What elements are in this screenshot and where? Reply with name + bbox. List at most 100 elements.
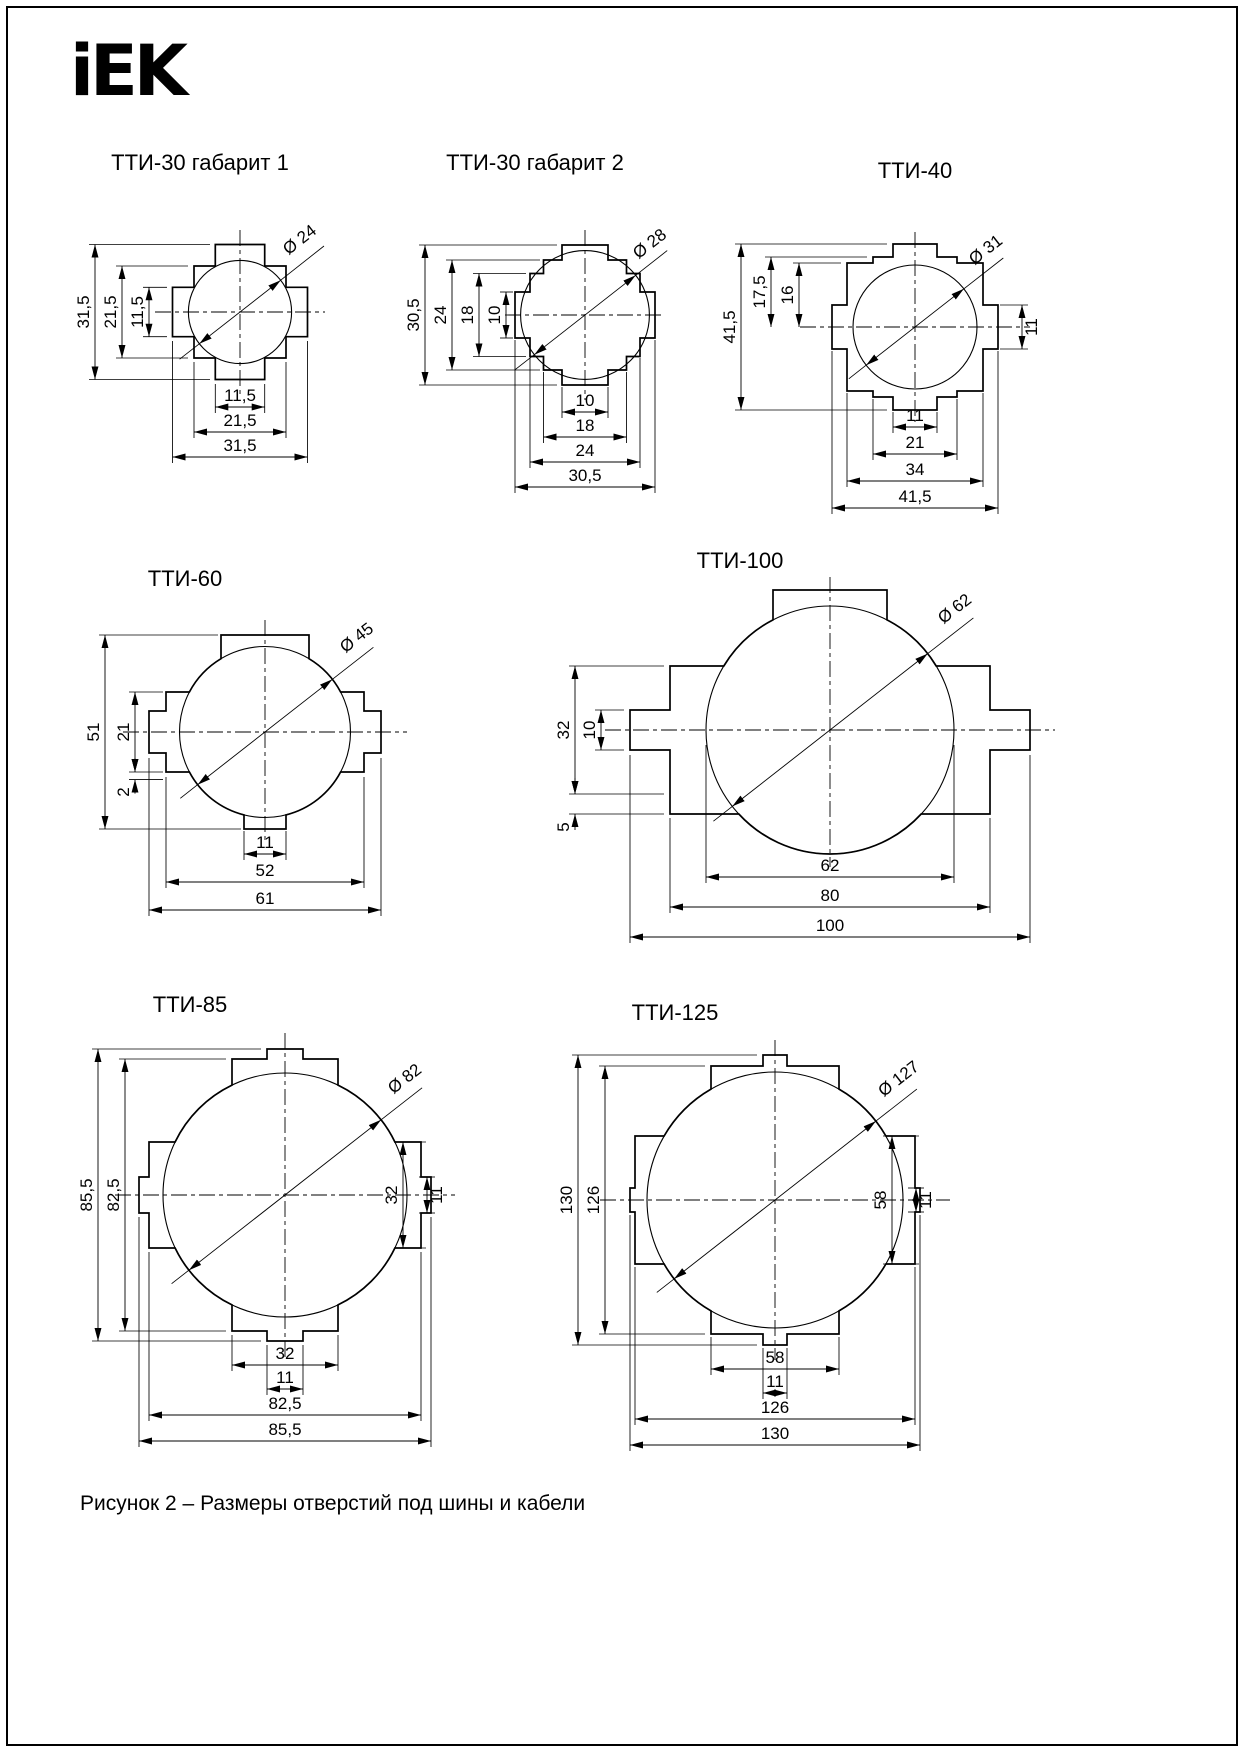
hole-circle <box>646 1071 904 1329</box>
dim-h-126: 126 <box>634 1267 916 1425</box>
dim-bottom-tab-11: 11 <box>266 1345 304 1395</box>
dim-h-11-5: 11,5 <box>214 384 266 413</box>
dim-h-11: 11 <box>892 406 938 433</box>
dim-label: 21 <box>114 723 133 742</box>
dim-v-32: 32 <box>554 665 664 795</box>
dim-v-5: 5 <box>554 778 664 832</box>
sheet-border <box>6 6 1238 1746</box>
dim-v-21-5: 21,5 <box>101 265 188 359</box>
dim-label: 41,5 <box>898 487 931 506</box>
dim-label: 82,5 <box>268 1394 301 1413</box>
hole-outline <box>514 244 656 386</box>
drawing-tti60: Ø 45 51 21 2 11 52 61 <box>84 619 407 916</box>
dim-v-82-5: 82,5 <box>104 1058 226 1332</box>
dim-label: 126 <box>761 1398 789 1417</box>
dim-h-11: 11 <box>243 831 287 860</box>
dim-label: 11 <box>916 1191 935 1209</box>
drawing-tti30-2: Ø 28 30,5 24 18 10 10 18 24 30,5 <box>404 225 670 493</box>
drawing-tti100: Ø 62 32 10 5 62 80 100 <box>554 577 1055 943</box>
hole-circle <box>520 250 650 380</box>
dim-v-10: 10 <box>580 709 624 751</box>
hole-circle <box>852 264 978 390</box>
dim-label: 34 <box>906 460 925 479</box>
dim-label: 10 <box>576 391 595 410</box>
dim-label: 85,5 <box>77 1178 96 1211</box>
dim-v-126: 126 <box>584 1065 705 1335</box>
diameter-label: Ø 45 <box>336 619 377 657</box>
dim-label: 17,5 <box>750 275 769 308</box>
dim-h-130: 130 <box>629 1215 921 1451</box>
dim-v-130: 130 <box>557 1054 757 1346</box>
dim-label: 31,5 <box>223 436 256 455</box>
drawing-title-tti100: ТТИ-100 <box>696 548 784 573</box>
dim-h-10: 10 <box>561 387 609 418</box>
dim-label: 24 <box>576 441 595 460</box>
dim-v-11-5: 11,5 <box>128 286 167 338</box>
dim-label: 41,5 <box>720 310 739 343</box>
dim-v-51: 51 <box>84 634 241 830</box>
dim-bottom-tab-32: 32 <box>231 1335 339 1371</box>
drawing-title-tti60: ТТИ-60 <box>147 566 223 591</box>
diameter-label: Ø 127 <box>875 1057 923 1100</box>
dim-h-31-5: 31,5 <box>172 341 308 463</box>
dim-label: 21,5 <box>223 411 256 430</box>
dim-label: 52 <box>256 861 275 880</box>
figure-caption: Рисунок 2 – Размеры отверстий под шины и… <box>80 1492 586 1515</box>
drawing-title-tti30-2: ТТИ-30 габарит 2 <box>446 150 624 175</box>
hole-outline <box>148 634 382 830</box>
dim-label: 61 <box>256 889 275 908</box>
diameter-leader: Ø 127 <box>656 1057 923 1293</box>
dim-label: 11,5 <box>128 296 147 328</box>
dim-label: 51 <box>84 723 103 742</box>
dim-h-41-5: 41,5 <box>831 351 999 514</box>
dim-label: 11 <box>276 1368 294 1387</box>
drawing-tti85: Ø 82 85,5 82,5 32 11 32 11 82,5 85,5 <box>77 1033 455 1447</box>
drawing-tti125: Ø 127 130 126 58 11 58 11 126 130 <box>557 1040 950 1451</box>
dim-label: 18 <box>576 416 595 435</box>
dim-v-18: 18 <box>458 273 526 357</box>
dim-label: 11 <box>906 406 924 425</box>
dim-label: 11 <box>427 1186 446 1204</box>
dim-label: 130 <box>557 1186 576 1214</box>
iek-logo: iEK <box>70 30 188 112</box>
drawing-tti30-1: Ø 24 31,5 21,5 11,5 11,5 21,5 31,5 <box>74 221 325 463</box>
dim-label: 62 <box>821 856 840 875</box>
dim-bottom-tab-11: 11 <box>762 1348 788 1399</box>
dim-h-30-5: 30,5 <box>514 340 656 493</box>
drawing-title-tti85: ТТИ-85 <box>152 992 228 1017</box>
dim-label: 32 <box>382 1186 401 1205</box>
dim-label: 85,5 <box>268 1420 301 1439</box>
dim-h-85-5: 85,5 <box>138 1217 432 1447</box>
dim-right-11: 11 <box>419 1176 446 1214</box>
dim-h-21-5: 21,5 <box>193 362 287 438</box>
drawing-tti40: Ø 31 41,5 17,5 16 11 11 21 34 41,5 <box>720 231 1041 514</box>
dim-label: 100 <box>816 916 844 935</box>
hole-circle <box>187 259 293 365</box>
diameter-label: Ø 31 <box>965 231 1006 269</box>
dim-label: 58 <box>766 1348 785 1367</box>
dim-h-62: 62 <box>705 745 955 883</box>
dim-h-80: 80 <box>669 818 991 913</box>
dim-right-11: 11 <box>1000 304 1041 350</box>
dim-h-21: 21 <box>872 399 958 460</box>
hole-circle <box>178 645 352 819</box>
dim-label: 58 <box>871 1191 890 1210</box>
dim-label: 32 <box>276 1344 295 1363</box>
dim-label: 10 <box>485 306 504 325</box>
dim-label: 5 <box>554 822 573 831</box>
dim-label: 18 <box>458 306 477 325</box>
diameter-label: Ø 24 <box>279 221 320 259</box>
hole-outline <box>138 1048 432 1342</box>
dim-bottom-tab-58: 58 <box>710 1337 840 1375</box>
dim-label: 130 <box>761 1424 789 1443</box>
dim-label: 16 <box>778 286 797 305</box>
drawing-title-tti30-1: ТТИ-30 габарит 1 <box>111 150 289 175</box>
dim-v-2: 2 <box>114 758 163 797</box>
dim-v-16: 16 <box>778 262 841 327</box>
hole-outline <box>629 1054 921 1346</box>
dim-label: 11,5 <box>224 386 256 405</box>
dim-v-17-5: 17,5 <box>750 256 867 327</box>
diameter-label: Ø 82 <box>384 1060 425 1098</box>
drawing-title-tti40: ТТИ-40 <box>877 158 953 183</box>
